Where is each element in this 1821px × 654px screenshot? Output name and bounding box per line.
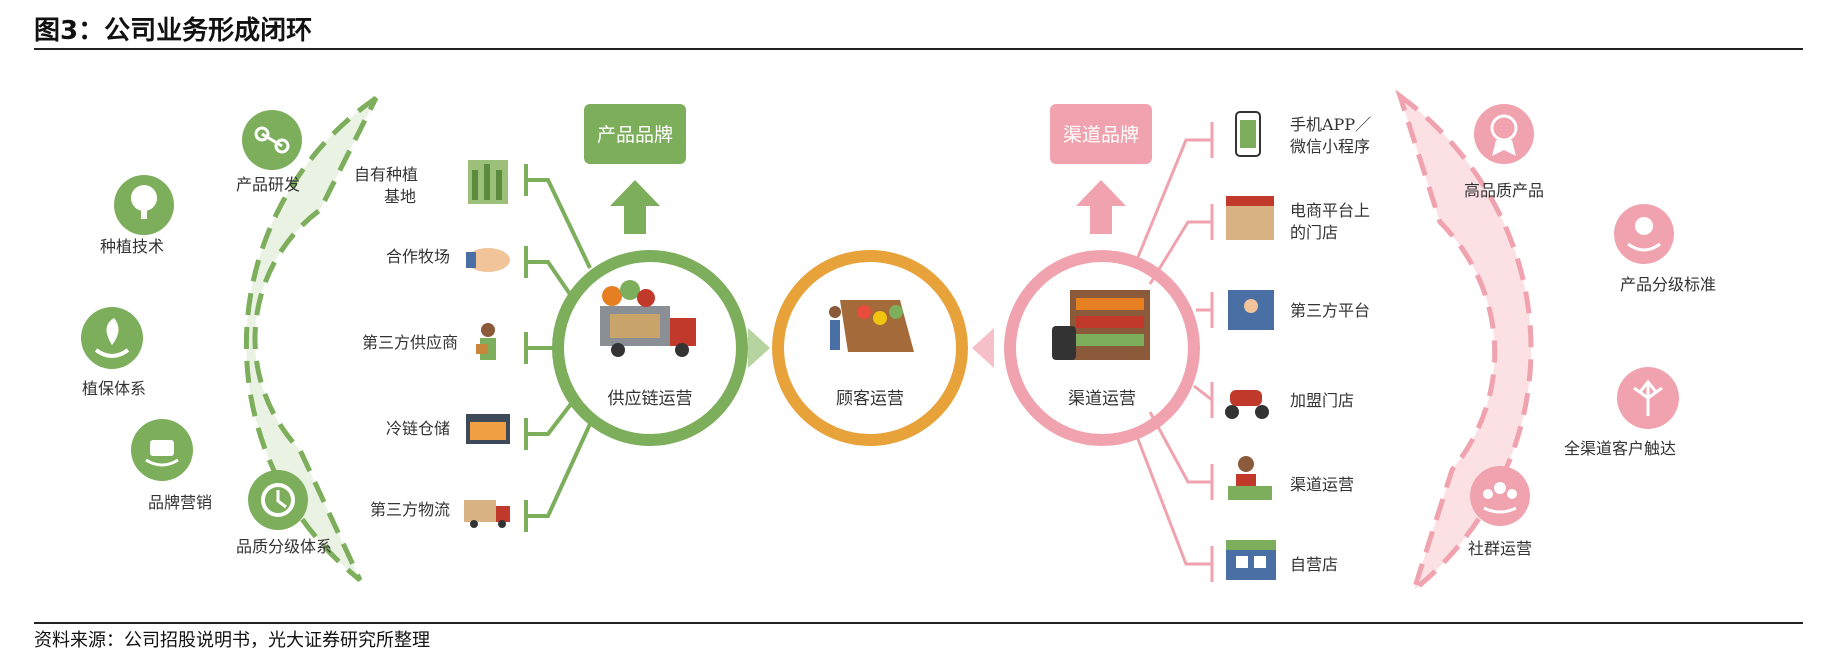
supplier-person-icon xyxy=(476,323,496,360)
channel-to-customer-arrow xyxy=(972,328,994,368)
cashier-icon xyxy=(1228,456,1272,500)
channel-item-1-line2: 的门店 xyxy=(1290,223,1338,242)
grading-standard-icon xyxy=(1614,204,1674,264)
supply-item-0-line1: 自有种植 xyxy=(354,165,418,184)
source-rule xyxy=(34,622,1803,624)
right-arc-item-1: 产品分级标准 xyxy=(1620,275,1716,294)
supply-connector-lines xyxy=(524,164,592,532)
product-brand-box xyxy=(584,104,686,164)
shopping-cart-icon xyxy=(829,300,914,352)
channel-item-1-line1: 电商平台上 xyxy=(1290,201,1370,220)
channel-brand-arrow xyxy=(1076,180,1126,234)
figure-title: 图3：公司业务形成闭环 xyxy=(34,16,313,46)
right-arc-item-3: 社群运营 xyxy=(1468,539,1532,558)
omnichannel-arrows-icon xyxy=(1617,367,1679,429)
supply-item-2: 第三方供应商 xyxy=(362,333,458,352)
right-arc-item-0: 高品质产品 xyxy=(1464,181,1544,200)
franchise-scooter-icon xyxy=(1225,390,1269,419)
quality-medal-icon xyxy=(1474,104,1534,164)
left-arc-item-plant-protection: 植保体系 xyxy=(82,379,146,398)
customer-label: 顾客运营 xyxy=(836,389,904,409)
farm-base-icon xyxy=(468,160,508,204)
supply-item-1: 合作牧场 xyxy=(386,247,450,266)
title-rule xyxy=(34,48,1803,50)
channel-item-5: 自营店 xyxy=(1290,555,1338,574)
channel-item-0-line2: 微信小程序 xyxy=(1290,137,1370,156)
quality-grading-icon xyxy=(248,470,308,530)
supply-item-4: 第三方物流 xyxy=(370,500,450,519)
channel-item-3: 加盟门店 xyxy=(1290,391,1354,410)
store-shelf-icon xyxy=(1052,290,1150,360)
right-arc-item-2: 全渠道客户触达 xyxy=(1564,439,1676,458)
left-arc-item-quality-grading: 品质分级体系 xyxy=(236,537,332,556)
source-note: 资料来源：公司招股说明书，光大证券研究所整理 xyxy=(34,630,430,651)
rd-icon xyxy=(242,110,302,170)
mobile-phone-icon xyxy=(1235,111,1261,157)
product-brand-arrow xyxy=(610,180,660,234)
community-icon xyxy=(1470,466,1530,526)
online-storefront-icon xyxy=(1226,196,1274,240)
supply-chain-ring xyxy=(552,250,748,446)
left-arc-item-planting-tech: 种植技术 xyxy=(100,237,164,256)
self-operated-store-icon xyxy=(1226,540,1276,580)
logistics-truck-icon xyxy=(464,500,510,528)
supply-item-0-line2: 基地 xyxy=(384,187,416,206)
third-party-platform-icon xyxy=(1228,290,1274,330)
channel-item-4: 渠道运营 xyxy=(1290,475,1354,494)
product-brand-label: 产品品牌 xyxy=(597,124,673,146)
supply-item-3: 冷链仓储 xyxy=(386,419,450,438)
business-loop-diagram: 产品研发 种植技术 植保体系 品牌营销 品质分级体系 自有种植 基地 合作牧场 … xyxy=(81,89,1716,598)
channel-brand-label: 渠道品牌 xyxy=(1063,124,1139,146)
supply-chain-label: 供应链运营 xyxy=(608,389,693,409)
planting-tech-icon xyxy=(114,175,174,235)
channel-item-0-line1: 手机APP／ xyxy=(1290,115,1371,134)
channel-brand-box xyxy=(1050,104,1152,164)
cold-storage-icon xyxy=(466,414,510,444)
handshake-icon xyxy=(466,248,510,272)
channel-label: 渠道运营 xyxy=(1068,389,1136,409)
channel-connector-lines xyxy=(1134,122,1214,582)
supply-to-customer-arrow xyxy=(748,328,770,368)
produce-truck-icon xyxy=(600,280,696,357)
brand-marketing-icon xyxy=(131,419,193,481)
left-arc-item-brand-marketing: 品牌营销 xyxy=(148,493,212,512)
left-arc-band xyxy=(243,95,379,582)
channel-item-2: 第三方平台 xyxy=(1290,301,1370,320)
plant-protection-icon xyxy=(81,307,143,369)
left-arc-item-rd: 产品研发 xyxy=(236,175,300,194)
